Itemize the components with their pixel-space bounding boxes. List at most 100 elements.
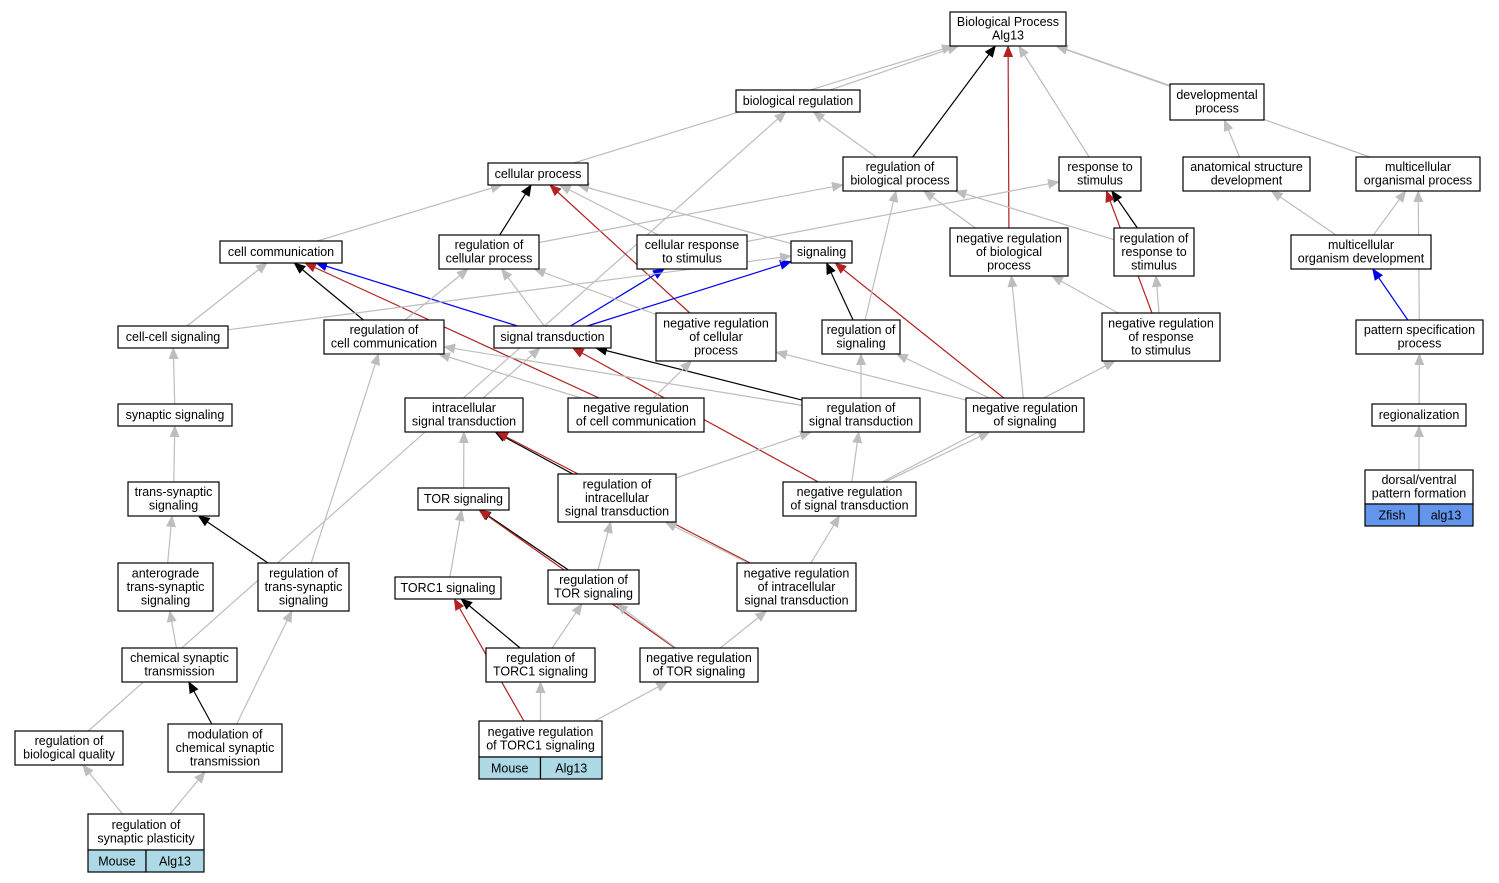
node-label-line: signal transduction <box>809 415 913 429</box>
node-sigtrans[interactable]: signal transduction <box>493 325 612 349</box>
node-label-line: of TORC1 signaling <box>486 739 595 753</box>
node-label-line: negative regulation <box>972 401 1078 415</box>
node-label-line: TOR signaling <box>554 587 633 601</box>
edge-cellresp-to-respstim <box>746 178 1060 243</box>
edge-sigtrans-to-regcell <box>501 268 545 327</box>
node-label-line: regulation of <box>506 651 575 665</box>
node-label-line: negative regulation <box>797 485 903 499</box>
node-label-line: response to <box>1067 160 1132 174</box>
edge-regbio-to-bioreg <box>812 111 877 158</box>
node-box <box>821 319 901 355</box>
edge-sigtrans-to-cellresp <box>570 268 665 327</box>
node-label-line: regulation of <box>827 323 896 337</box>
node-box <box>547 569 640 605</box>
node-box <box>1101 312 1221 362</box>
node-label-line: of intracellular <box>758 580 836 594</box>
node-label-line: multicellular <box>1385 160 1451 174</box>
edge-signaling-to-cellproc <box>577 183 792 245</box>
node-label-line: signaling <box>836 337 885 351</box>
node-label-line: trans-synaptic <box>265 580 343 594</box>
node-label-line: negative regulation <box>646 651 752 665</box>
node-bioreg[interactable]: biological regulation <box>735 89 861 113</box>
node-torsig[interactable]: TOR signaling <box>417 487 510 511</box>
node-cellproc[interactable]: cellular process <box>487 162 589 186</box>
node-label-line: multicellular <box>1328 238 1394 252</box>
node-box <box>127 481 220 517</box>
node-label-line: of cell communication <box>576 415 696 429</box>
edge-respstim-to-bp <box>1018 45 1090 158</box>
node-box <box>417 487 510 511</box>
node-label-line: modulation of <box>187 727 263 741</box>
edge-negregcellcomm-to-negregcell <box>652 360 693 399</box>
node-box <box>1290 234 1432 270</box>
node-box <box>117 325 229 349</box>
edge-modchem-to-regtranssyn <box>236 610 293 725</box>
node-label-line: cell-cell signaling <box>126 330 221 344</box>
edge-regsigtrans-to-regcellcomm <box>443 343 803 406</box>
edge-transsyn-to-synsig <box>169 425 180 483</box>
node-label-line: cell communication <box>228 245 334 259</box>
node-label-line: process <box>694 343 738 357</box>
node-cellcellsig[interactable]: cell-cell signaling <box>117 325 229 349</box>
node-box <box>1371 403 1467 427</box>
node-torc1[interactable]: TORC1 signaling <box>394 576 502 600</box>
node-label-line: regulation of <box>269 566 338 580</box>
node-signaling[interactable]: signaling <box>790 240 853 264</box>
node-box <box>478 720 603 758</box>
node-label-line: regulation of <box>559 573 628 587</box>
edge-negregcell-to-cellproc <box>549 184 691 314</box>
node-label-line: signal transduction <box>744 593 848 607</box>
edge-regtranssyn-to-transsyn <box>197 515 269 564</box>
node-cellcomm[interactable]: cell communication <box>219 240 343 264</box>
node-label-line: signaling <box>797 245 846 259</box>
edge-negregcellcomm-to-cellcomm <box>304 262 600 399</box>
node-label-line: regulation of <box>35 734 104 748</box>
node-label-line: dorsal/ventral <box>1381 473 1456 487</box>
node-label-line: cell communication <box>331 337 437 351</box>
node-label-line: signaling <box>279 593 328 607</box>
node-label-line: regulation of <box>827 401 896 415</box>
node-box <box>1355 156 1481 192</box>
node-synsig[interactable]: synaptic signaling <box>117 403 233 427</box>
edge-regintra-to-regsigtrans <box>675 430 812 479</box>
edge-cellcomm-to-cellproc <box>317 183 503 242</box>
node-label-line: TOR signaling <box>424 492 503 506</box>
node-regionalization[interactable]: regionalization <box>1371 403 1467 427</box>
node-box <box>14 730 124 766</box>
